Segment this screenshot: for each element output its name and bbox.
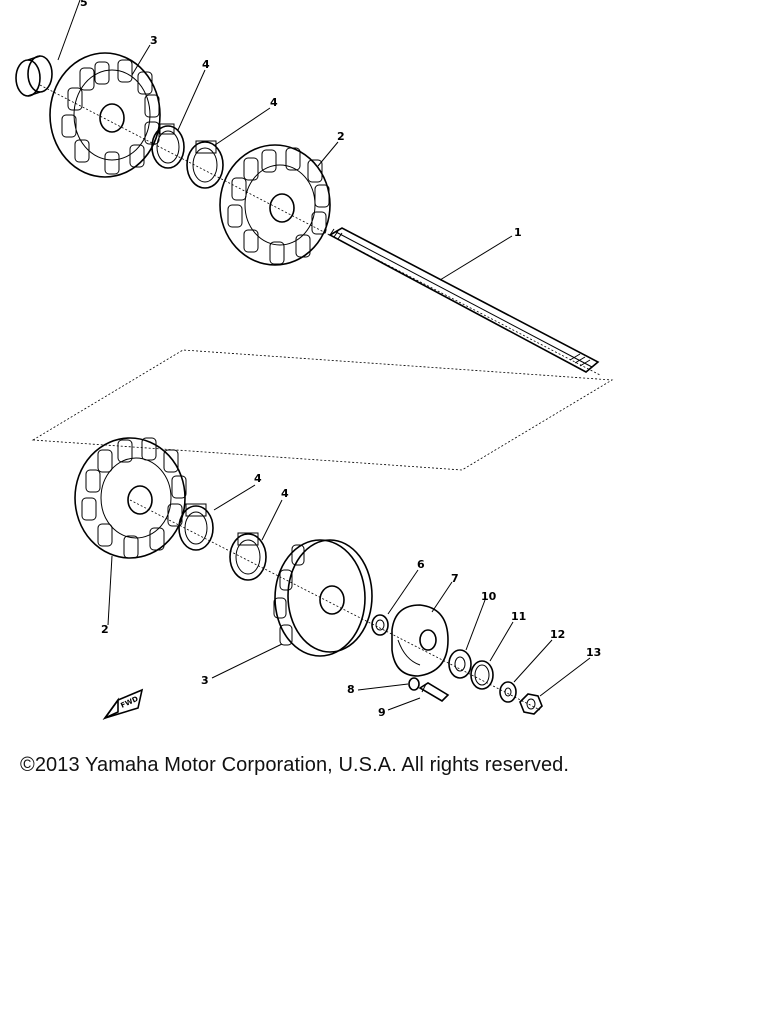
part-6-bearing <box>371 614 389 636</box>
callout-13: 13 <box>586 646 601 659</box>
callout-5: 5 <box>80 0 88 9</box>
part-1-shaft <box>328 227 600 373</box>
part-9-bolt <box>418 682 450 703</box>
callout-9: 9 <box>378 706 386 719</box>
part-8-washer <box>408 677 420 691</box>
callout-numbers: 5 3 4 4 2 1 2 4 4 3 6 7 10 11 12 13 8 9 <box>80 0 601 719</box>
callout-4-lower-b: 4 <box>281 487 289 500</box>
axis-plane-outline <box>31 349 614 471</box>
callout-4-upper-b: 4 <box>270 96 278 109</box>
callout-11: 11 <box>511 610 526 623</box>
callout-10: 10 <box>481 590 497 603</box>
callout-3-lower: 3 <box>201 674 209 687</box>
part-3-upper-sprocket <box>49 52 161 178</box>
callout-4-lower-a: 4 <box>254 472 262 485</box>
part-3-lower-wheel <box>273 539 373 657</box>
callout-2-lower: 2 <box>101 623 109 636</box>
callout-7: 7 <box>451 572 459 585</box>
part-2-lower-sprocket <box>74 437 187 559</box>
part-7-housing <box>391 604 449 677</box>
part-4-upper-clamp-b <box>186 140 224 189</box>
exploded-parts-diagram: FWD 5 3 4 4 2 1 2 4 4 3 6 7 10 11 <box>15 0 614 721</box>
part-2-upper-sprocket <box>219 144 331 266</box>
leader-lines <box>57 0 591 711</box>
part-4-upper-clamp-a <box>151 123 185 169</box>
copyright-notice: ©2013 Yamaha Motor Corporation, U.S.A. A… <box>20 754 570 776</box>
upper-axis-line <box>39 84 601 376</box>
callout-2-upper: 2 <box>337 130 345 143</box>
fwd-arrow-icon: FWD <box>102 688 144 721</box>
part-12-washer <box>499 681 517 703</box>
part-4-lower-clamp-b <box>229 532 267 581</box>
callout-6: 6 <box>417 558 425 571</box>
fwd-label: FWD <box>119 695 139 710</box>
part-4-lower-clamp-a <box>178 503 214 551</box>
callout-4-upper-a: 4 <box>202 58 210 71</box>
part-10-seal <box>448 649 472 679</box>
part-11-circlip <box>470 660 494 690</box>
part-13-nut <box>519 693 543 715</box>
callout-8: 8 <box>347 683 355 696</box>
part-5-cap <box>15 55 53 97</box>
callout-12: 12 <box>550 628 565 641</box>
lower-axis-line <box>129 499 541 711</box>
callout-3-upper: 3 <box>150 34 158 47</box>
callout-1: 1 <box>514 226 522 239</box>
